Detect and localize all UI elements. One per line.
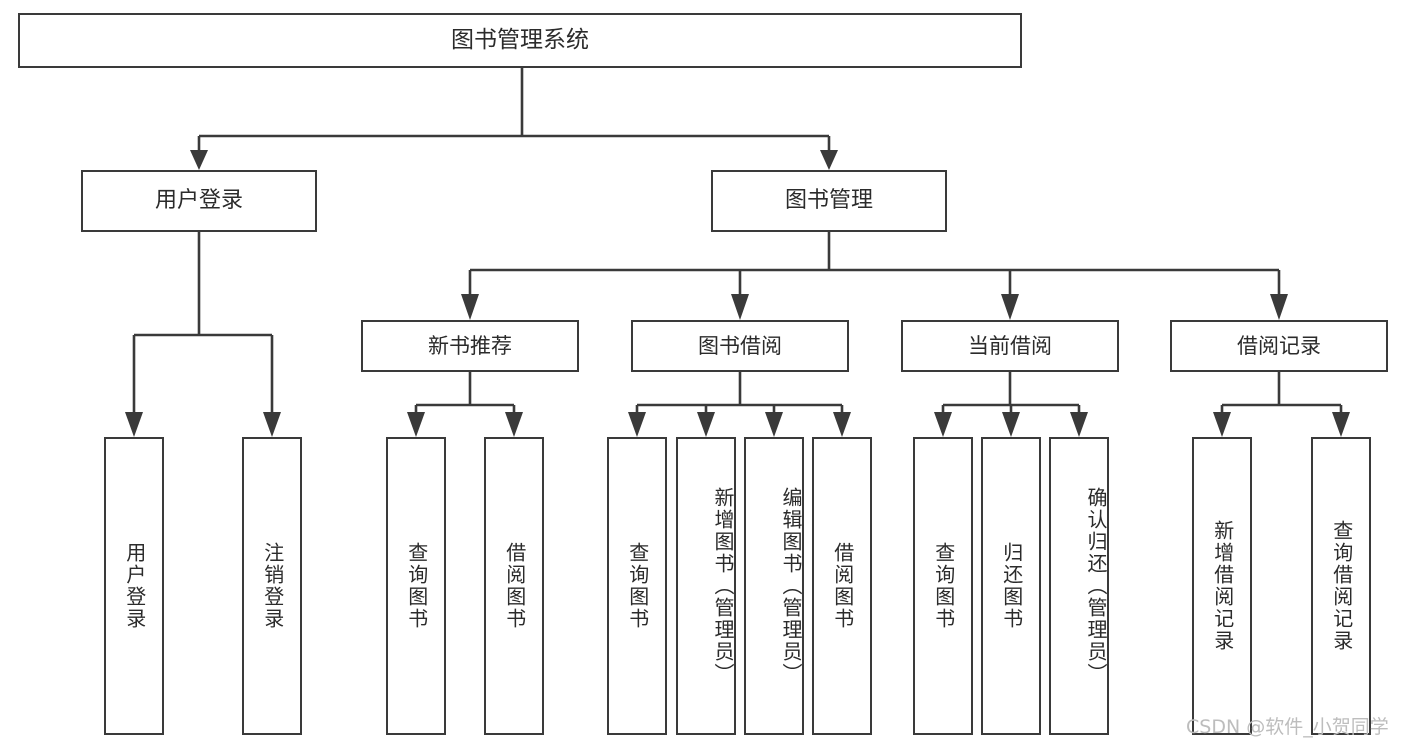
- leaf-borrow-query-book[interactable]: 查询图书: [607, 437, 667, 735]
- node-label: 查询图书: [625, 542, 650, 630]
- node-label: 查询图书: [404, 542, 429, 630]
- watermark: CSDN @软件_小贺同学: [1186, 716, 1389, 738]
- arrow-record-leaf-2: [1332, 412, 1350, 437]
- node-label: 借阅图书: [502, 542, 527, 630]
- arrow-bookmgmt-to-record: [1270, 294, 1288, 320]
- leaf-borrow-edit-book-admin[interactable]: 编辑图书（管理员）: [744, 437, 804, 735]
- leaf-current-return-book[interactable]: 归还图书: [981, 437, 1041, 735]
- node-label: 新增图书（管理员）: [711, 487, 735, 685]
- arrow-borrow-leaf-2: [697, 412, 715, 437]
- arrow-newbook-leaf-1: [407, 412, 425, 437]
- node-label: 图书管理: [784, 188, 873, 214]
- leaf-current-confirm-return-admin[interactable]: 确认归还（管理员）: [1049, 437, 1109, 735]
- node-root-book-management-system[interactable]: 图书管理系统: [18, 13, 1022, 68]
- leaf-user-login-signin[interactable]: 用户登录: [104, 437, 164, 735]
- arrow-current-leaf-2: [1002, 412, 1020, 437]
- node-user-login[interactable]: 用户登录: [81, 170, 317, 232]
- node-label: 借阅图书: [830, 542, 855, 630]
- node-new-book-recommendation[interactable]: 新书推荐: [361, 320, 579, 372]
- arrow-root-to-bookmgmt: [820, 150, 838, 170]
- node-current-borrowing[interactable]: 当前借阅: [901, 320, 1119, 372]
- leaf-new-book-query[interactable]: 查询图书: [386, 437, 446, 735]
- leaf-current-query-book[interactable]: 查询图书: [913, 437, 973, 735]
- node-book-management[interactable]: 图书管理: [711, 170, 947, 232]
- arrow-record-leaf-1: [1213, 412, 1231, 437]
- node-label: 借阅记录: [1237, 333, 1321, 358]
- node-label: 编辑图书（管理员）: [779, 487, 803, 685]
- node-label: 当前借阅: [968, 333, 1052, 358]
- node-label: 用户登录: [122, 542, 147, 630]
- node-label: 新增借阅记录: [1210, 520, 1235, 652]
- node-label: 图书管理系统: [451, 26, 589, 53]
- node-label: 归还图书: [999, 542, 1024, 630]
- arrow-newbook-leaf-2: [505, 412, 523, 437]
- node-label: 用户登录: [154, 188, 243, 214]
- node-label: 图书借阅: [698, 333, 782, 358]
- node-label: 查询借阅记录: [1329, 520, 1354, 652]
- leaf-borrow-add-book-admin[interactable]: 新增图书（管理员）: [676, 437, 736, 735]
- node-borrow-record[interactable]: 借阅记录: [1170, 320, 1388, 372]
- node-label: 注销登录: [260, 542, 285, 630]
- arrow-bookmgmt-to-newbook: [461, 294, 479, 320]
- leaf-record-add-borrow-record[interactable]: 新增借阅记录: [1192, 437, 1252, 735]
- arrow-borrow-leaf-4: [833, 412, 851, 437]
- arrow-borrow-leaf-3: [765, 412, 783, 437]
- arrow-root-to-userlogin: [190, 150, 208, 170]
- arrow-userlogin-leaf-1: [125, 412, 143, 437]
- node-label: 确认归还（管理员）: [1084, 487, 1108, 685]
- leaf-borrow-borrow-book[interactable]: 借阅图书: [812, 437, 872, 735]
- arrow-current-leaf-3: [1070, 412, 1088, 437]
- leaf-record-query-borrow-record[interactable]: 查询借阅记录: [1311, 437, 1371, 735]
- arrow-current-leaf-1: [934, 412, 952, 437]
- arrow-userlogin-leaf-2: [263, 412, 281, 437]
- node-label: 新书推荐: [428, 333, 512, 358]
- leaf-user-login-signout[interactable]: 注销登录: [242, 437, 302, 735]
- node-label: 查询图书: [931, 542, 956, 630]
- arrow-bookmgmt-to-borrow: [731, 294, 749, 320]
- leaf-new-book-borrow[interactable]: 借阅图书: [484, 437, 544, 735]
- arrow-borrow-leaf-1: [628, 412, 646, 437]
- arrow-bookmgmt-to-current: [1001, 294, 1019, 320]
- node-book-borrowing[interactable]: 图书借阅: [631, 320, 849, 372]
